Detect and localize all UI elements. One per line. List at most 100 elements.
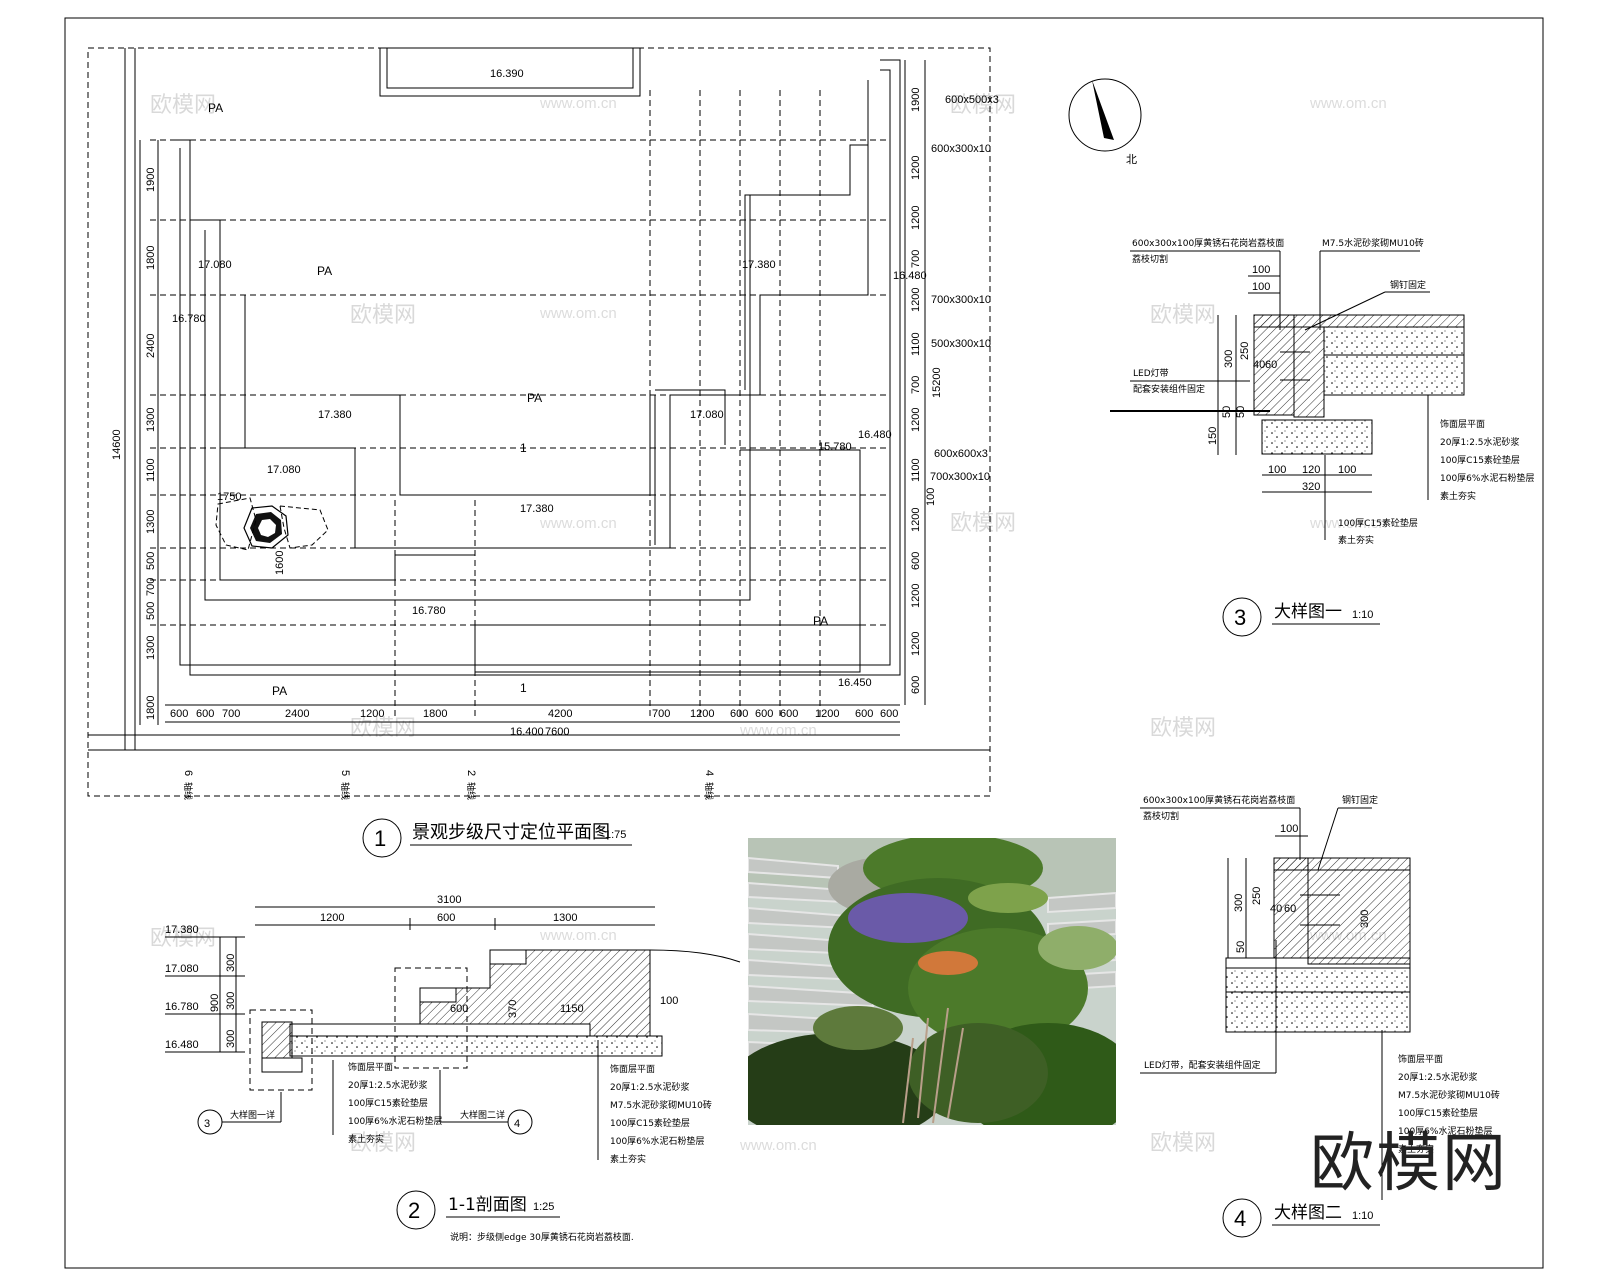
section-drawing: 3100 1200 600 1300 17.380 17.080 16.780 … [165,894,741,1165]
svg-text:300: 300 [225,1030,237,1048]
sheet-border [64,17,1544,1269]
svg-text:60: 60 [1265,359,1277,371]
svg-text:4200: 4200 [548,708,572,720]
svg-text:16.400: 16.400 [510,726,544,738]
svg-text:17.380: 17.380 [742,259,776,271]
svg-text:700x300x10: 700x300x10 [930,471,990,483]
svg-text:17.080: 17.080 [267,464,301,476]
svg-text:40: 40 [1253,359,1265,371]
plan-area-label: PA [813,614,828,628]
svg-text:1800: 1800 [145,246,157,270]
svg-text:www.om.cn: www.om.cn [539,515,617,532]
svg-text:www.om.cn: www.om.cn [539,95,617,112]
svg-text:大样图二: 大样图二 [1274,1203,1342,1223]
section-title-block: 2 1-1剖面图 1:25 说明：步级侧edge 30厚黄锈石花岗岩荔枝面. [396,1190,634,1243]
svg-text:荔枝切割: 荔枝切割 [1143,810,1179,822]
svg-text:17.080: 17.080 [165,963,199,975]
plan-area-label: PA [527,391,542,405]
svg-text:300: 300 [1233,894,1245,912]
tree-symbol [215,497,329,551]
svg-text:1900: 1900 [910,88,922,112]
plan-axis-labels: 6 轴线 5 轴线 2 轴线 4 轴线 [182,770,715,800]
svg-text:1200: 1200 [360,708,384,720]
svg-text:大样图二详: 大样图二详 [460,1109,505,1121]
svg-text:www.om.cn: www.om.cn [1309,515,1387,532]
svg-text:1:10: 1:10 [1352,609,1373,621]
svg-text:素土夯实: 素土夯实 [1338,534,1374,546]
svg-text:1900: 1900 [145,168,157,192]
svg-text:饰面层平面: 饰面层平面 [610,1063,655,1075]
plan-area-label: PA [272,684,287,698]
svg-text:17.080: 17.080 [198,259,232,271]
svg-text:www.om.cn: www.om.cn [539,305,617,322]
section-mark: 1 [520,681,527,695]
svg-text:素土夯实: 素土夯实 [348,1133,384,1145]
svg-text:素土夯实: 素土夯实 [1398,1143,1434,1155]
svg-text:欧模网: 欧模网 [350,303,416,328]
svg-text:1:25: 1:25 [533,1201,554,1213]
svg-text:60: 60 [1284,903,1296,915]
svg-text:轴线: 轴线 [703,782,715,800]
svg-text:100: 100 [1338,464,1356,476]
svg-text:M7.5水泥砂浆砌MU10砖: M7.5水泥砂浆砌MU10砖 [1398,1089,1500,1101]
svg-text:100厚C15素砼垫层: 100厚C15素砼垫层 [348,1097,428,1109]
svg-text:150: 150 [1207,427,1219,445]
svg-text:1200: 1200 [690,708,714,720]
svg-text:600: 600 [170,708,188,720]
svg-text:www.om.cn: www.om.cn [739,722,817,739]
svg-text:3: 3 [204,1118,210,1130]
svg-text:700: 700 [222,708,240,720]
svg-text:320: 320 [1302,481,1320,493]
svg-text:欧模网: 欧模网 [150,93,216,118]
svg-text:钢钉固定: 钢钉固定 [1390,279,1426,291]
svg-text:250: 250 [1251,887,1263,905]
svg-text:1600: 1600 [274,551,286,575]
svg-text:700: 700 [910,250,922,268]
svg-text:大样图一: 大样图一 [1274,602,1342,622]
svg-text:40: 40 [1270,903,1282,915]
svg-text:600x600x3: 600x600x3 [934,448,988,460]
svg-text:700: 700 [652,708,670,720]
svg-text:1800: 1800 [423,708,447,720]
svg-text:荔枝切割: 荔枝切割 [1132,253,1168,265]
svg-text:17.080: 17.080 [690,409,724,421]
reference-photo [748,838,1116,1125]
svg-text:3: 3 [1234,605,1246,630]
svg-text:100: 100 [1252,264,1270,276]
svg-text:16.450: 16.450 [838,677,872,689]
svg-text:16.780: 16.780 [412,605,446,617]
svg-text:600: 600 [450,1003,468,1015]
section-mark: 1 [520,441,527,455]
svg-text:600x300x100厚黄锈石花岗岩荔枝面: 600x300x100厚黄锈石花岗岩荔枝面 [1143,794,1295,806]
svg-text:1800: 1800 [145,696,157,720]
plan-elevations: 16.390 17.080 16.780 17.380 17.080 17.38… [172,68,927,738]
svg-text:300: 300 [225,992,237,1010]
svg-text:600: 600 [730,708,748,720]
svg-text:1100: 1100 [145,458,157,482]
svg-text:20厚1:2.5水泥砂浆: 20厚1:2.5水泥砂浆 [610,1081,690,1093]
svg-text:100: 100 [1280,823,1298,835]
plan-drawing: PA PA PA PA PA 1 1 16.390 17.080 16.780 … [87,47,999,800]
svg-text:17.380: 17.380 [165,924,199,936]
svg-text:1200: 1200 [910,508,922,532]
svg-text:1200: 1200 [910,408,922,432]
svg-text:1200: 1200 [910,584,922,608]
svg-text:100厚C15素砼垫层: 100厚C15素砼垫层 [610,1117,690,1129]
svg-text:600: 600 [437,912,455,924]
svg-text:素土夯实: 素土夯实 [1440,490,1476,502]
svg-text:1200: 1200 [910,632,922,656]
svg-text:17.380: 17.380 [520,503,554,515]
svg-text:1200: 1200 [910,288,922,312]
detail-two-drawing: 600x300x100厚黄锈石花岗岩荔枝面 荔枝切割 钢钉固定 100 300 … [1140,794,1500,1200]
svg-text:300: 300 [1359,910,1371,928]
svg-text:16.780: 16.780 [172,313,206,325]
svg-text:1: 1 [374,826,386,851]
svg-text:配套安装组件固定: 配套安装组件固定 [1133,383,1205,395]
svg-text:100厚C15素砼垫层: 100厚C15素砼垫层 [1398,1107,1478,1119]
plan-bottom-dimensions: 600 600 700 2400 1200 1800 4200 700 1200… [165,491,900,738]
svg-text:饰面层平面: 饰面层平面 [1398,1053,1443,1065]
svg-text:300: 300 [1223,350,1235,368]
svg-text:说明：步级侧edge 30厚黄锈石花岗岩荔枝面.: 说明：步级侧edge 30厚黄锈石花岗岩荔枝面. [450,1231,634,1243]
svg-text:1-1剖面图: 1-1剖面图 [448,1195,527,1215]
